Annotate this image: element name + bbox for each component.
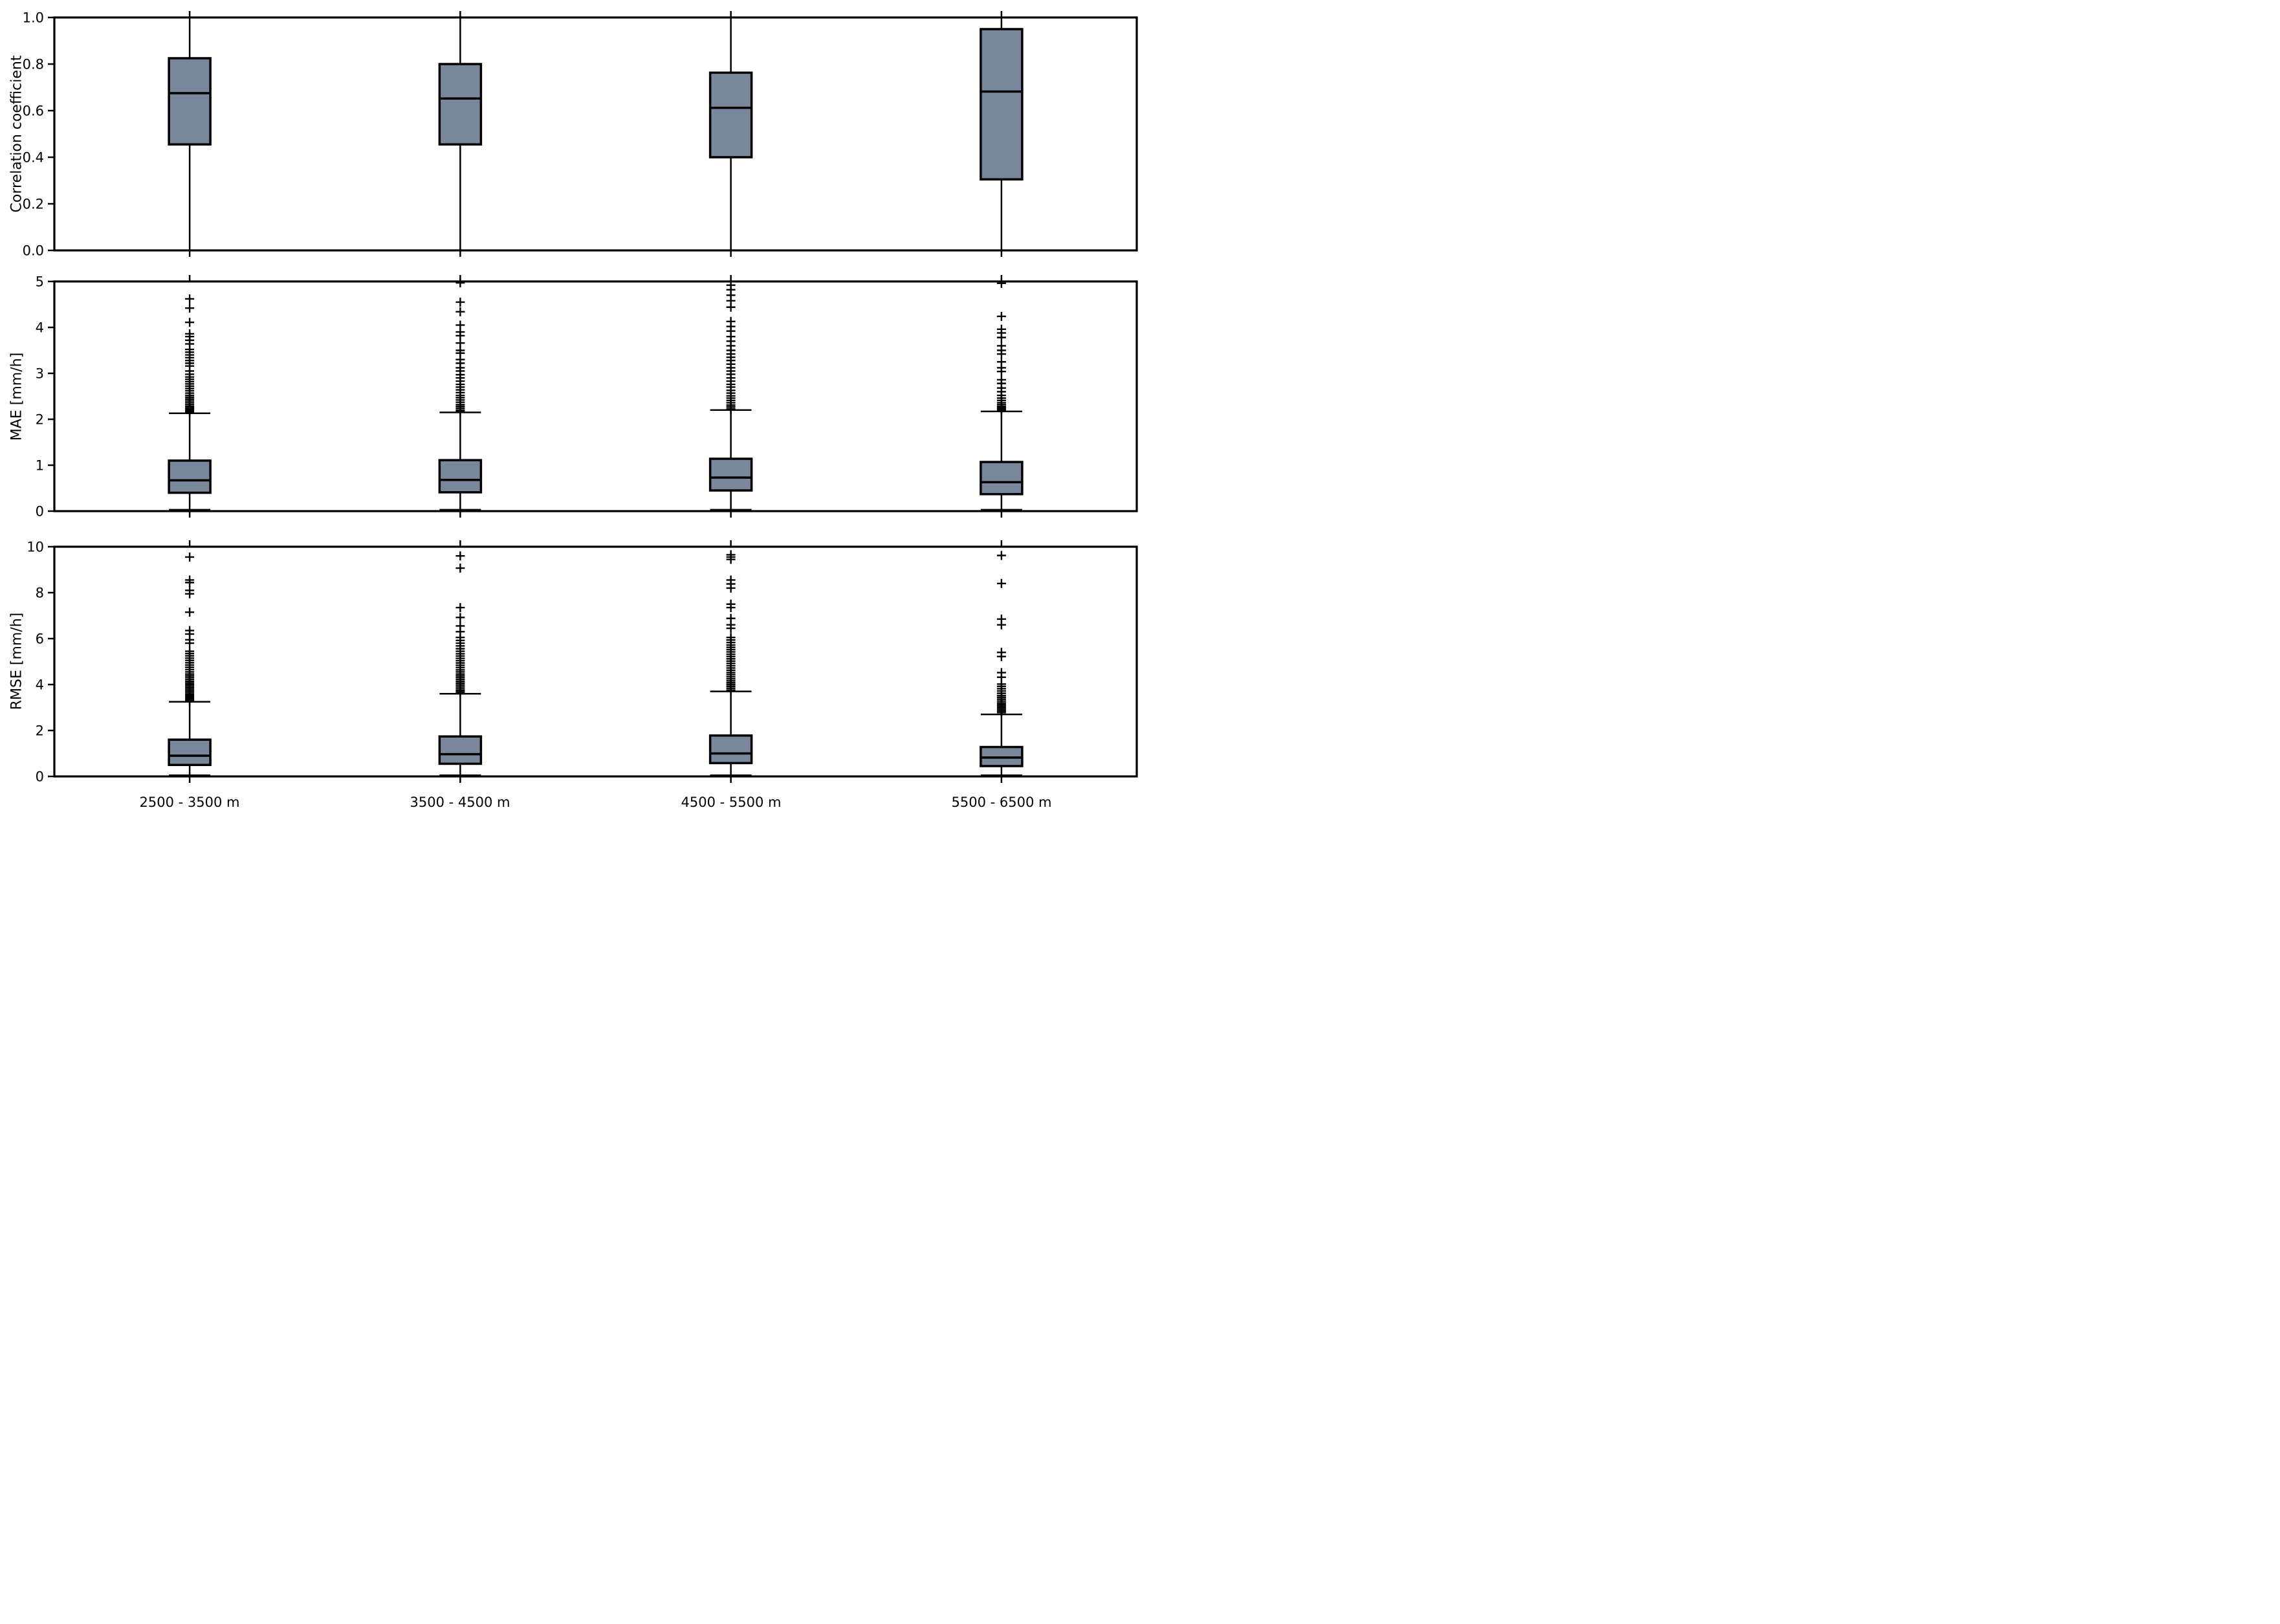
y-axis-label-rmse: RMSE [mm/h] (8, 612, 25, 710)
panel-border (53, 16, 1138, 252)
outlier-marker (996, 311, 1006, 321)
y-tick-label: 3 (36, 366, 44, 382)
outlier-marker (996, 333, 1006, 342)
panel-border (53, 545, 1138, 778)
outlier-marker (455, 613, 465, 622)
outlier-marker (996, 620, 1006, 630)
y-tick-label: 6 (36, 631, 44, 647)
y-tick-label: 4 (36, 320, 44, 336)
y-tick-label: 2 (36, 723, 44, 739)
box-iqr (708, 71, 753, 159)
panel-border (53, 280, 1138, 512)
y-axis-label-mae: MAE [mm/h] (8, 352, 25, 441)
box-iqr (980, 28, 1024, 181)
boxplot-canvas: 0.0 0.2 0.4 0.6 0.8 1.0 0 1 2 3 4 5 0 2 4 6 8 10 (23, 10, 1138, 785)
y-tick-label: 0.8 (23, 57, 44, 72)
outlier-marker (996, 551, 1006, 560)
y-tick-label: 1.0 (23, 10, 44, 26)
outlier-marker (185, 578, 195, 587)
outlier-marker (185, 639, 195, 648)
y-tick-label: 0 (36, 769, 44, 785)
y-tick-label: 0 (36, 504, 44, 520)
boxplot-figure: 0.0 0.2 0.4 0.6 0.8 1.0 0 1 2 3 4 5 0 2 4 6 8 10 Correlat… (0, 0, 1140, 812)
outlier-marker (185, 696, 195, 706)
outlier-marker (996, 367, 1006, 377)
outlier-marker (726, 302, 736, 312)
outlier-marker (996, 349, 1006, 359)
outlier-marker (455, 551, 465, 561)
outlier-marker (726, 554, 736, 564)
outlier-marker (455, 687, 465, 697)
x-category-label: 3500 - 4500 m (410, 795, 510, 810)
outlier-marker (726, 603, 736, 613)
box-iqr (438, 735, 483, 765)
y-tick-label: 5 (36, 274, 44, 290)
outlier-marker (996, 406, 1006, 415)
box-iqr (168, 459, 212, 494)
outlier-marker (455, 406, 465, 416)
outlier-marker (455, 564, 465, 573)
box-iqr (438, 63, 483, 146)
box-iqr (168, 738, 212, 766)
x-category-label: 4500 - 5500 m (681, 795, 782, 810)
outlier-marker (726, 405, 736, 415)
y-axis-label-correlation: Correlation coefficient (8, 55, 25, 213)
y-tick-label: 0.6 (23, 104, 44, 119)
y-tick-label: 0.2 (23, 197, 44, 212)
y-tick-label: 0.0 (23, 243, 44, 259)
box-iqr (708, 734, 753, 765)
outlier-marker (726, 624, 736, 633)
outlier-marker (996, 652, 1006, 661)
outlier-marker (996, 278, 1006, 288)
outlier-marker (185, 608, 195, 617)
outlier-marker (726, 583, 736, 593)
y-tick-label: 2 (36, 412, 44, 428)
outlier-marker (185, 407, 195, 417)
outlier-marker (455, 278, 465, 288)
x-category-label: 2500 - 3500 m (139, 795, 240, 810)
outlier-marker (455, 297, 465, 307)
outlier-marker (185, 318, 195, 327)
box-iqr (438, 459, 483, 494)
y-tick-label: 10 (27, 540, 44, 555)
y-tick-label: 1 (36, 458, 44, 474)
outlier-marker (185, 294, 195, 303)
box-iqr (168, 57, 212, 146)
outlier-marker (996, 708, 1006, 718)
outlier-marker (726, 685, 736, 695)
outlier-marker (185, 552, 195, 562)
x-category-label: 5500 - 6500 m (951, 795, 1052, 810)
y-tick-label: 0.4 (23, 150, 44, 166)
box-iqr (980, 461, 1024, 496)
outlier-marker (455, 603, 465, 613)
y-tick-label: 4 (36, 677, 44, 693)
box-iqr (708, 457, 753, 492)
y-tick-label: 8 (36, 586, 44, 601)
outlier-marker (185, 589, 195, 598)
outlier-marker (996, 578, 1006, 588)
outlier-marker (185, 303, 195, 313)
outlier-marker (455, 307, 465, 316)
